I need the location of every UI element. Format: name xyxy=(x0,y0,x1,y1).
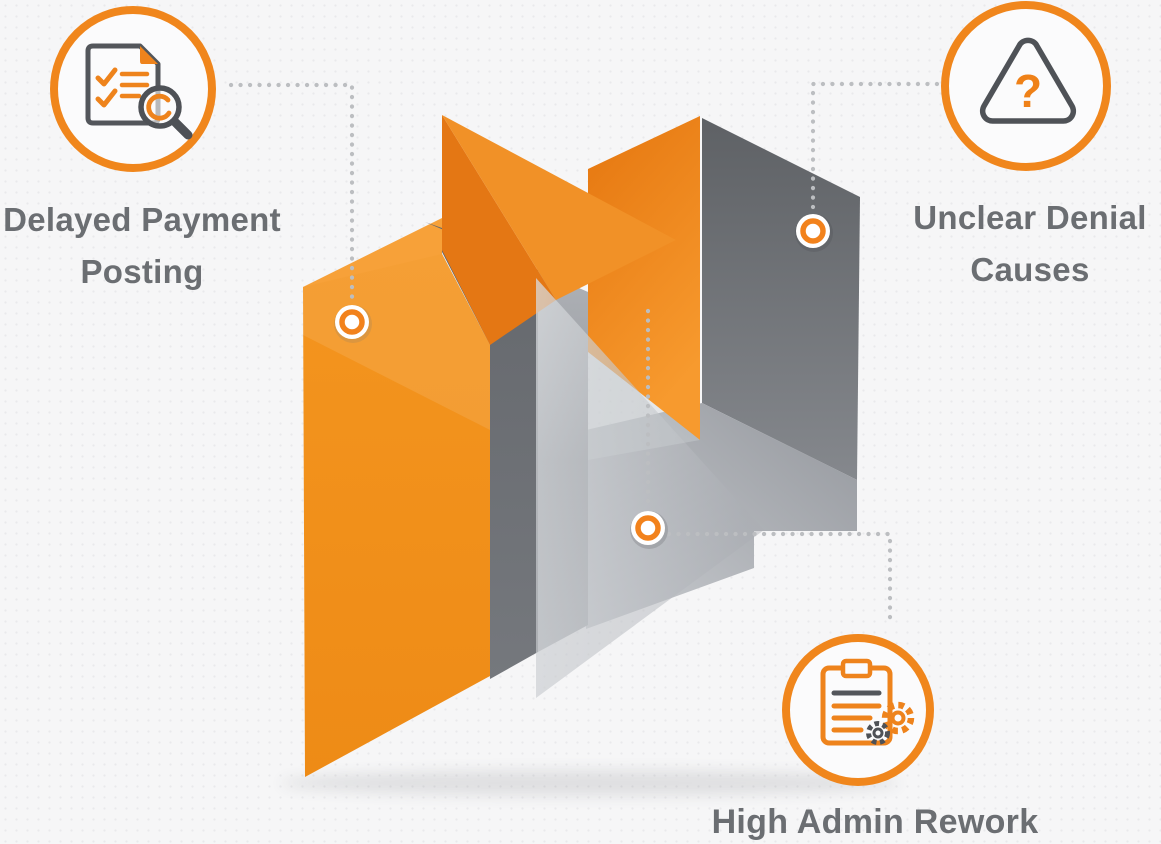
logo-left-face xyxy=(303,254,490,777)
logo-ground-shadow xyxy=(280,770,900,796)
logo-translucent-pyramid xyxy=(536,278,764,698)
logo-panel-wash xyxy=(588,352,700,460)
logo-triangle-dark xyxy=(442,115,556,345)
check-mark-2 xyxy=(95,88,118,108)
gear-orange xyxy=(881,701,915,735)
warning-triangle xyxy=(979,37,1077,124)
leader-lines xyxy=(228,81,940,629)
logo-orange-panel xyxy=(588,116,700,440)
label-line: Causes xyxy=(970,251,1090,288)
callout-label-delayed-payment: Delayed Payment Posting xyxy=(0,194,294,298)
isometric-logo xyxy=(303,115,860,777)
label-line: Unclear Denial xyxy=(913,199,1147,236)
logo-right-slab xyxy=(702,118,860,480)
logo-gray-column xyxy=(425,222,538,679)
magnifier-handle xyxy=(170,117,193,140)
question-mark: ? xyxy=(1014,65,1042,117)
callout-label-unclear-denial: Unclear Denial Causes xyxy=(878,192,1161,296)
leader-line-unclear xyxy=(810,81,940,210)
icon-ring-unclear xyxy=(941,1,1111,171)
warning-question-icon: ? xyxy=(941,1,1111,171)
marker-rings xyxy=(334,214,833,549)
marker-delayed xyxy=(334,305,372,343)
callout-label-high-admin-rework: High Admin Rework xyxy=(688,802,1062,842)
clipboard-clip xyxy=(840,658,873,679)
clipboard-lines-orange xyxy=(831,703,882,733)
clipboard-gears-icon xyxy=(782,634,934,786)
document-search-icon xyxy=(50,6,216,172)
label-line: Delayed Payment xyxy=(3,201,281,238)
gear-gray xyxy=(866,721,890,745)
label-line: Posting xyxy=(80,253,204,290)
document-fold xyxy=(140,46,158,64)
check-mark-1 xyxy=(95,67,118,87)
document-lines xyxy=(119,71,150,99)
marker-rework xyxy=(630,511,668,549)
magnifier-refresh-c xyxy=(146,93,172,121)
logo-triangle-light xyxy=(442,115,676,300)
logo-left-face-highlight xyxy=(303,254,490,430)
marker-unclear xyxy=(795,214,833,252)
label-line: High Admin Rework xyxy=(711,803,1039,841)
